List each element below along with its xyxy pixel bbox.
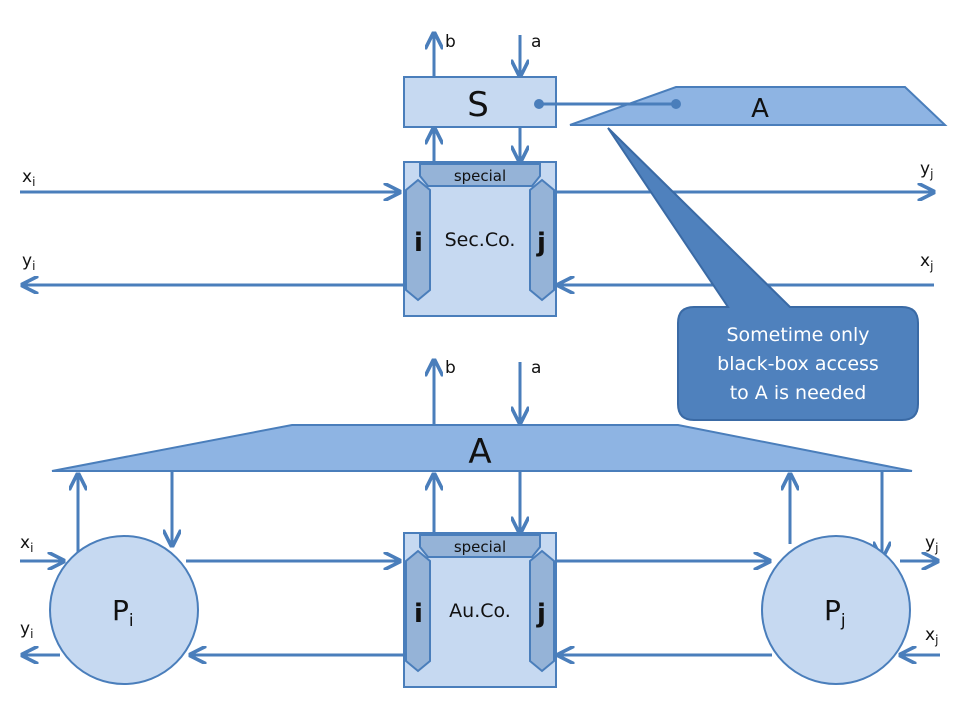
bottom-i-label: i [414,599,423,629]
callout-line1: Sometime only [726,324,869,346]
top-yi-label: yi [22,251,35,273]
bottom-special-tab [419,534,541,558]
pj-label: Pj [824,594,846,631]
s-box [403,76,557,128]
top-i-label: i [414,228,423,258]
bottom-b-label: b [445,358,456,378]
bottom-xj-label: xj [925,625,938,647]
top-a-port-label: a [531,32,541,52]
callout-line3: to A is needed [730,382,867,404]
top-j-label: j [536,228,546,258]
bottom-left-rail [405,549,431,673]
pi-label: Pi [112,594,134,631]
callout-line2: black-box access [717,353,879,375]
top-xj-label: xj [920,251,933,273]
bottom-yj-label: yj [925,533,938,555]
bottom-a-label: A [468,432,491,472]
top-a-label: A [751,94,769,124]
s-link-dot [534,99,544,109]
bottom-a-port-label: a [531,358,541,378]
top-special-label: special [454,167,506,185]
top-yj-label: yj [920,159,933,181]
top-right-rail [529,178,555,302]
top-special-tab [419,163,541,187]
top-b-label: b [445,32,456,52]
s-label: S [467,85,489,125]
auco-label: Au.Co. [449,600,511,622]
a-link-dot [671,99,681,109]
bottom-a-trapezoid [51,424,913,472]
top-left-rail [405,178,431,302]
bottom-j-label: j [536,599,546,629]
secco-label: Sec.Co. [445,229,516,251]
callout-bubble [607,127,919,421]
pj-circle [761,535,911,685]
bottom-special-label: special [454,538,506,556]
bottom-xi-label: xi [20,533,33,555]
pi-circle [49,535,199,685]
top-xi-label: xi [22,167,35,189]
top-a-trapezoid [569,86,948,126]
bottom-right-rail [529,549,555,673]
bottom-yi-label: yi [20,619,33,641]
